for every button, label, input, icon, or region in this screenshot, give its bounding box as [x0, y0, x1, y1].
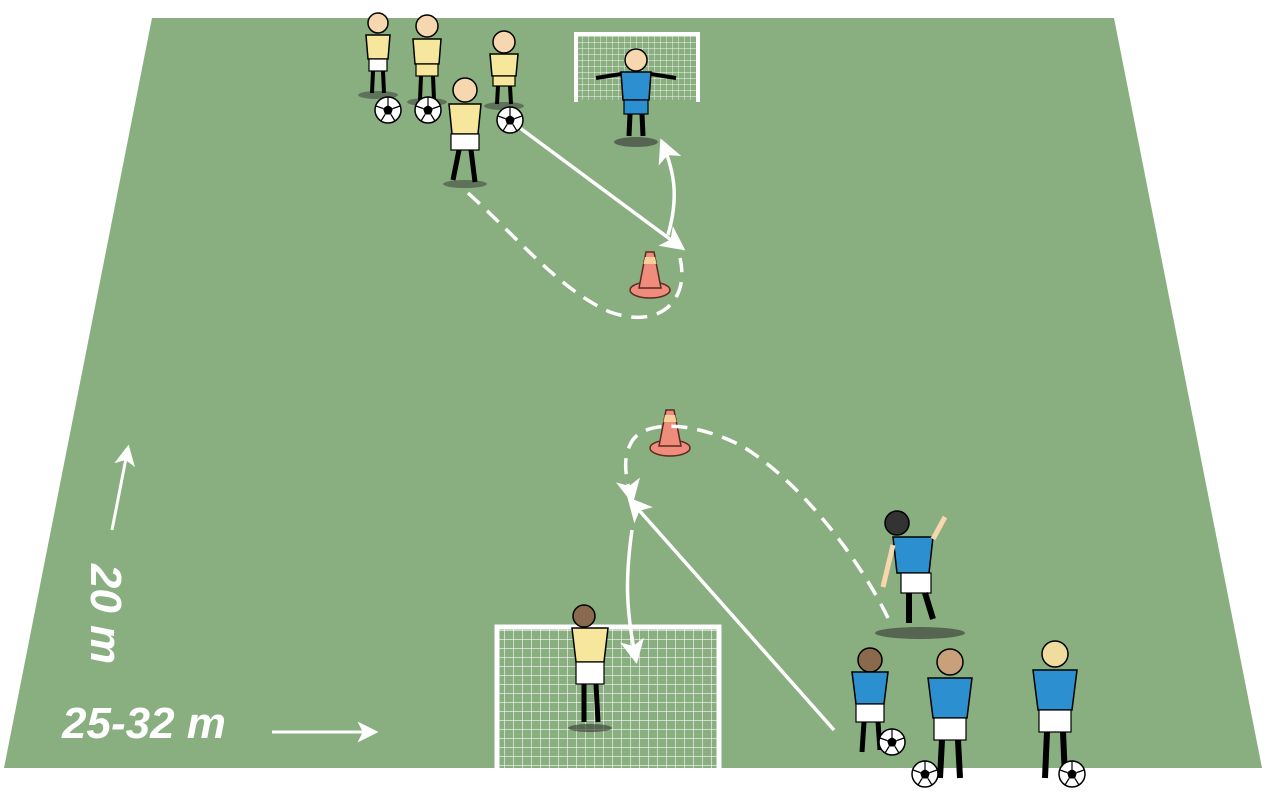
soccer-ball-icon	[415, 97, 441, 123]
soccer-ball-icon	[1059, 761, 1085, 787]
soccer-ball-icon	[497, 107, 523, 133]
soccer-ball-icon	[879, 729, 905, 755]
soccer-ball-icon	[912, 761, 938, 787]
bottom-goal	[497, 627, 719, 768]
depth-dimension-label: 20 m	[83, 564, 127, 664]
width-dimension-label: 25-32 m	[62, 702, 226, 746]
soccer-ball-icon	[375, 97, 401, 123]
